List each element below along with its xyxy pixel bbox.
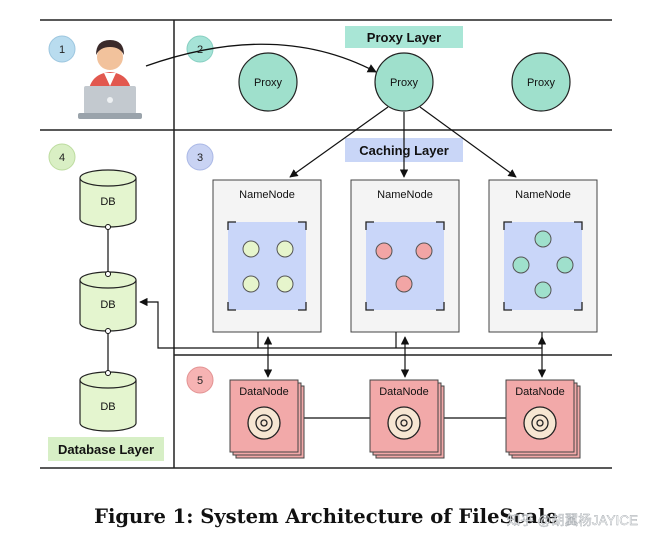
disk-icon-ring: [255, 414, 273, 432]
disk-icon-hub: [260, 419, 268, 427]
step-1-badge: 1: [48, 35, 76, 63]
db-cylinder-1: DB: [79, 169, 137, 228]
step-4-badge: 4: [48, 143, 76, 171]
cache-entry: [395, 275, 413, 293]
disk-icon-ring: [531, 414, 549, 432]
database-layer-label: Database Layer: [48, 437, 164, 461]
namenode-label: NameNode: [377, 189, 433, 201]
step-2-label: 2: [197, 44, 203, 56]
laptop-logo: [107, 97, 113, 103]
namenode-label: NameNode: [239, 189, 295, 201]
datanode-2: DataNode: [369, 379, 445, 459]
step-4-circle: [48, 143, 76, 171]
cache-entry: [375, 242, 393, 260]
step-4-label: 4: [59, 152, 65, 164]
disk-icon: [387, 406, 421, 440]
proxy-circle: [511, 52, 571, 112]
namenode-3: NameNode: [488, 179, 598, 333]
datanode-3: DataNode: [505, 379, 581, 459]
proxy-layer-bg: [345, 26, 463, 48]
proxy-layer-title: Proxy Layer: [367, 30, 441, 45]
cache-entry: [556, 256, 574, 274]
step-1-label: 1: [59, 44, 65, 56]
namenode-2: NameNode: [350, 179, 460, 333]
disk-icon-ring: [395, 414, 413, 432]
cache-panel: [228, 222, 306, 310]
user-hair: [96, 40, 124, 55]
database-layer-title: Database Layer: [58, 442, 154, 457]
cache-panel-corners: [227, 221, 307, 311]
proxy-circle: [238, 52, 298, 112]
proxy-layer-label: Proxy Layer: [345, 26, 463, 48]
proxy-node-3: Proxy: [511, 52, 571, 112]
cache-entry: [534, 230, 552, 248]
db-label: DB: [100, 299, 115, 311]
cache-panel: [366, 222, 444, 310]
cache-entry: [512, 256, 530, 274]
datanode-1: DataNode: [229, 379, 305, 459]
db-label: DB: [100, 401, 115, 413]
disk-icon: [523, 406, 557, 440]
db-label: DB: [100, 196, 115, 208]
proxy-node-1: Proxy: [238, 52, 298, 112]
user-to-proxy-arrow: [145, 43, 377, 73]
cache-entry: [242, 275, 260, 293]
proxy-label: Proxy: [527, 77, 556, 89]
cache-panel-corners: [365, 221, 445, 311]
step-5-circle: [186, 366, 214, 394]
namenode-to-db-line: [139, 297, 543, 349]
disk-icon: [247, 406, 281, 440]
cache-entry: [276, 275, 294, 293]
namenode-datanode-arrows: [263, 336, 547, 378]
proxy-circle: [374, 52, 434, 112]
proxy-to-namenode-arrows: [289, 106, 517, 178]
grid-lines: [40, 19, 612, 469]
step-3-label: 3: [197, 152, 203, 164]
datanode-label: DataNode: [379, 386, 429, 398]
namenode-bus-drops: [257, 332, 397, 348]
cache-entry: [534, 281, 552, 299]
namenode-label: NameNode: [515, 189, 571, 201]
db-cylinder-2: DB: [79, 271, 137, 332]
datanode-box: [505, 379, 575, 453]
proxy-label: Proxy: [390, 77, 419, 89]
db-body: [79, 380, 137, 432]
user-head: [97, 44, 123, 70]
watermark: 知乎 @胡翼杨JAYICE: [507, 512, 638, 528]
datanode-label: DataNode: [239, 386, 289, 398]
arrow-to-namenode-3: [419, 106, 517, 178]
figure-caption: Figure 1: System Architecture of FileSca…: [94, 505, 558, 528]
cache-entry: [276, 240, 294, 258]
disk-icon-hub: [536, 419, 544, 427]
database-layer-bg: [48, 437, 164, 461]
proxy-label: Proxy: [254, 77, 283, 89]
cache-entry: [415, 242, 433, 260]
user-collar: [104, 73, 116, 86]
arrow-to-namenode-1: [289, 106, 389, 178]
step-3-circle: [186, 143, 214, 171]
proxy-node-2: Proxy: [374, 52, 434, 112]
cache-entry: [242, 240, 260, 258]
db-top: [79, 169, 137, 187]
step-5-badge: 5: [186, 366, 214, 394]
disk-icon-hub: [400, 419, 408, 427]
cache-panel-corners: [503, 221, 583, 311]
user-laptop-icon: [78, 40, 142, 119]
db-chain-dots: [105, 224, 111, 376]
namenode-1: NameNode: [212, 179, 322, 333]
step-5-label: 5: [197, 375, 203, 387]
db-cylinder-3: DB: [79, 371, 137, 432]
step-3-badge: 3: [186, 143, 214, 171]
step-1-circle: [48, 35, 76, 63]
datanode-label: DataNode: [515, 386, 565, 398]
laptop-base: [78, 113, 142, 119]
